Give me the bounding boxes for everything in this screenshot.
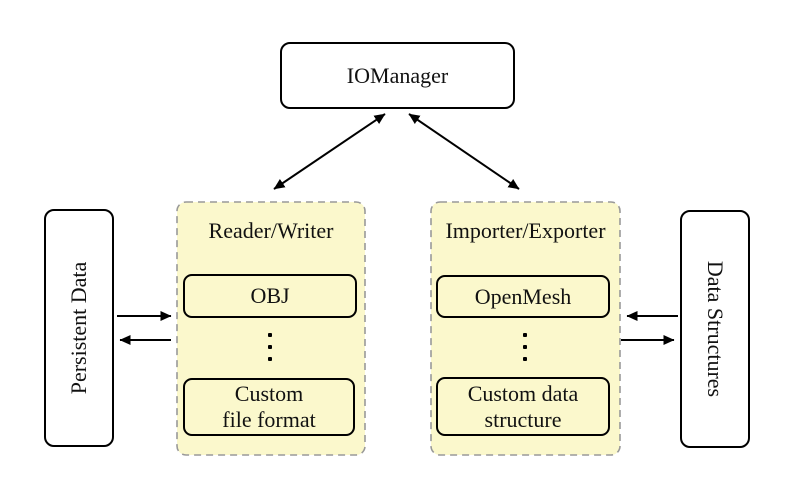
openmesh-box: OpenMesh — [436, 275, 610, 318]
dot — [523, 345, 527, 349]
dot — [268, 357, 272, 361]
custom-data-structure-line1: Custom data — [467, 380, 579, 406]
openmesh-label: OpenMesh — [474, 283, 572, 309]
iomanager-node: IOManager — [280, 42, 515, 109]
obj-box: OBJ — [183, 274, 357, 318]
custom-data-structure-box: Custom data structure — [436, 377, 610, 436]
dot — [523, 333, 527, 337]
data-structures-node: Data Structures — [680, 210, 750, 448]
arrow-iomanager-readerwriter — [273, 113, 386, 190]
ellipsis-dots-right — [523, 329, 527, 365]
persistent-data-node: Persistent Data — [44, 209, 114, 447]
reader-writer-panel: Reader/Writer — [177, 202, 365, 455]
dot — [268, 333, 272, 337]
ellipsis-dots-left — [268, 329, 272, 365]
custom-file-format-line2: file format — [222, 407, 316, 432]
iomanager-label: IOManager — [346, 62, 449, 88]
reader-writer-title: Reader/Writer — [208, 218, 334, 243]
arrow-iomanager-importerexporter — [408, 113, 520, 190]
dot — [523, 357, 527, 361]
data-structures-label: Data Structures — [703, 260, 728, 398]
dot — [268, 345, 272, 349]
persistent-data-label: Persistent Data — [66, 261, 91, 395]
obj-label: OBJ — [250, 283, 290, 308]
custom-file-format-line1: Custom — [234, 381, 304, 406]
importer-exporter-panel: Importer/Exporter — [431, 202, 620, 455]
custom-data-structure-line2: structure — [484, 406, 562, 432]
custom-file-format-box: Custom file format — [183, 378, 355, 436]
importer-exporter-title: Importer/Exporter — [445, 218, 606, 243]
